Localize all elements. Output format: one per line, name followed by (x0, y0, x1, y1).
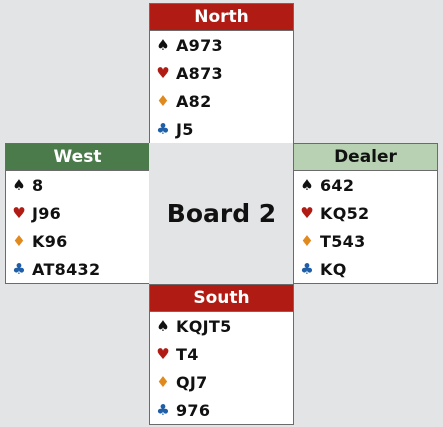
north-diamonds-row: ♦ A82 (150, 87, 293, 115)
south-spades-row: ♠ KQJT5 (150, 312, 293, 340)
diamond-icon: ♦ (12, 232, 26, 250)
club-icon: ♣ (156, 401, 170, 419)
west-spades-row: ♠ 8 (6, 171, 149, 199)
diamond-icon: ♦ (156, 92, 170, 110)
diamond-icon: ♦ (156, 373, 170, 391)
board-title: Board 2 (166, 199, 277, 228)
board-center: Board 2 (149, 143, 294, 284)
south-diamonds-cards: QJ7 (176, 372, 208, 392)
east-hearts-row: ♥ KQ52 (294, 199, 437, 227)
hand-north: North ♠ A973 ♥ A873 ♦ A82 ♣ J5 (149, 3, 294, 144)
diamond-icon: ♦ (300, 232, 314, 250)
west-diamonds-row: ♦ K96 (6, 227, 149, 255)
club-icon: ♣ (300, 260, 314, 278)
hand-west-label: West (6, 144, 149, 171)
south-clubs-row: ♣ 976 (150, 396, 293, 424)
hand-east-label: Dealer (294, 144, 437, 171)
west-hearts-cards: J96 (32, 203, 62, 223)
heart-icon: ♥ (12, 204, 26, 222)
north-clubs-row: ♣ J5 (150, 115, 293, 143)
north-hearts-cards: A873 (176, 63, 223, 83)
east-diamonds-cards: T543 (320, 231, 366, 251)
east-hearts-cards: KQ52 (320, 203, 370, 223)
east-spades-row: ♠ 642 (294, 171, 437, 199)
east-clubs-cards: KQ (320, 259, 347, 279)
hand-east: Dealer ♠ 642 ♥ KQ52 ♦ T543 ♣ KQ (293, 143, 438, 284)
west-hearts-row: ♥ J96 (6, 199, 149, 227)
south-hearts-row: ♥ T4 (150, 340, 293, 368)
north-clubs-cards: J5 (176, 119, 194, 139)
spade-icon: ♠ (12, 176, 26, 194)
spade-icon: ♠ (156, 36, 170, 54)
east-spades-cards: 642 (320, 175, 355, 195)
hand-north-label: North (150, 4, 293, 31)
west-diamonds-cards: K96 (32, 231, 68, 251)
east-clubs-row: ♣ KQ (294, 255, 437, 283)
north-hearts-row: ♥ A873 (150, 59, 293, 87)
north-spades-cards: A973 (176, 35, 223, 55)
spade-icon: ♠ (300, 176, 314, 194)
west-clubs-cards: AT8432 (32, 259, 101, 279)
hand-south-label: South (150, 285, 293, 312)
west-spades-cards: 8 (32, 175, 44, 195)
north-spades-row: ♠ A973 (150, 31, 293, 59)
south-hearts-cards: T4 (176, 344, 199, 364)
spade-icon: ♠ (156, 317, 170, 335)
west-clubs-row: ♣ AT8432 (6, 255, 149, 283)
club-icon: ♣ (156, 120, 170, 138)
south-spades-cards: KQJT5 (176, 316, 232, 336)
heart-icon: ♥ (156, 345, 170, 363)
north-diamonds-cards: A82 (176, 91, 212, 111)
south-clubs-cards: 976 (176, 400, 211, 420)
south-diamonds-row: ♦ QJ7 (150, 368, 293, 396)
hand-west: West ♠ 8 ♥ J96 ♦ K96 ♣ AT8432 (5, 143, 150, 284)
east-diamonds-row: ♦ T543 (294, 227, 437, 255)
heart-icon: ♥ (156, 64, 170, 82)
hand-south: South ♠ KQJT5 ♥ T4 ♦ QJ7 ♣ 976 (149, 284, 294, 425)
club-icon: ♣ (12, 260, 26, 278)
heart-icon: ♥ (300, 204, 314, 222)
